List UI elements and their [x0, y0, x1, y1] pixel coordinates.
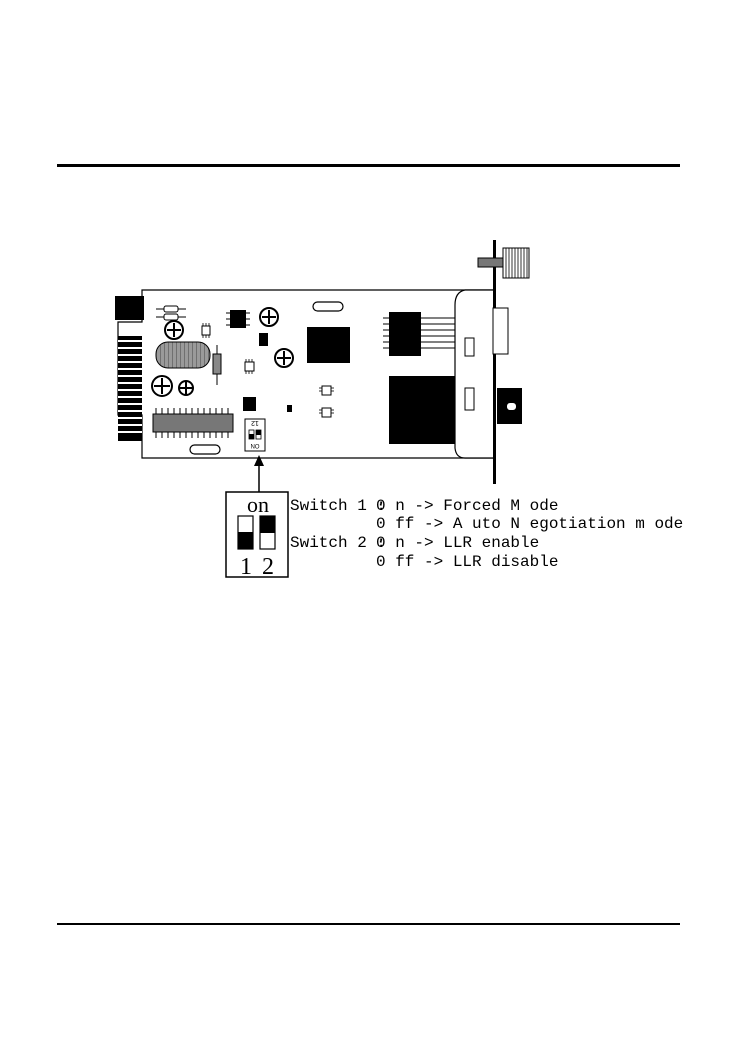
crystal-oscillator	[156, 342, 210, 368]
switch-2-name: Switch 2 :	[290, 534, 386, 552]
switch-2-off-text: 0 ff -> LLR disable	[376, 553, 558, 571]
switch-1-name: Switch 1 :	[290, 497, 386, 515]
dip-number-1: 1	[240, 554, 252, 580]
dip-number-2: 2	[262, 554, 274, 580]
dip-on-label: on	[247, 492, 269, 517]
dip-switch-detail: on 1 2	[226, 492, 288, 580]
switch-descriptions: Switch 1 : 0 n -> Forced M ode 0 ff -> A…	[290, 497, 683, 571]
board-dip-switch: 12 ON	[245, 419, 265, 451]
switch-2-on-text: 0 n -> LLR enable	[376, 534, 539, 552]
rj45-port	[493, 308, 508, 354]
mounting-slot	[190, 445, 220, 454]
svg-text:12: 12	[251, 419, 259, 426]
edge-connector	[115, 296, 144, 441]
svg-text:ON: ON	[251, 442, 260, 448]
fiber-transceiver	[389, 376, 455, 444]
controller-chip	[307, 327, 350, 363]
faceplate	[455, 290, 493, 458]
mounting-slot	[313, 302, 343, 311]
switch-1-on-text: 0 n -> Forced M ode	[376, 497, 558, 515]
callout-arrow	[254, 455, 264, 492]
regulator-chip	[230, 310, 246, 328]
switch-1-off-text: 0 ff -> A uto N egotiation m ode	[376, 515, 683, 533]
